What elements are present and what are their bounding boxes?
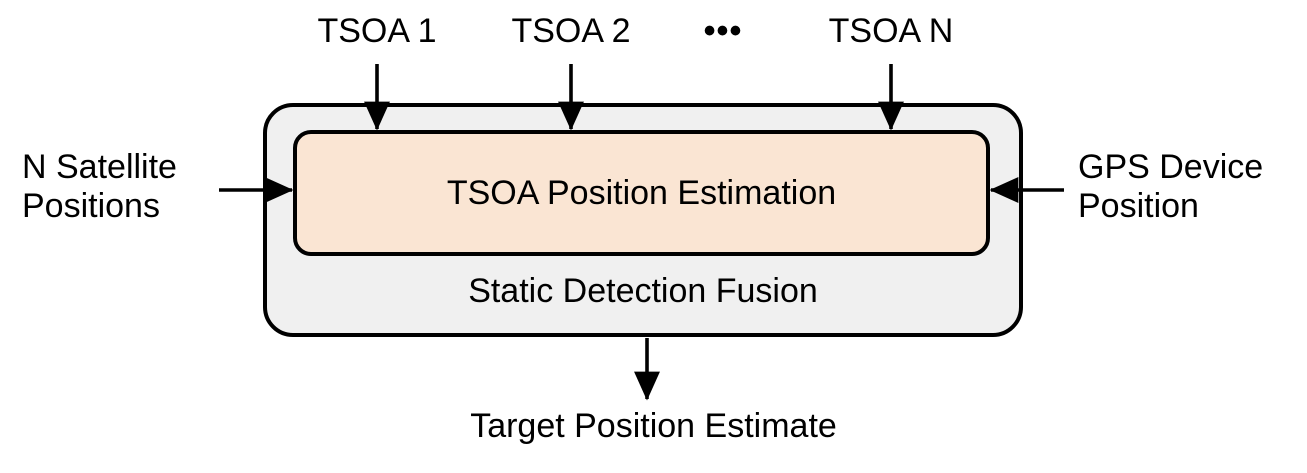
left-input-label-line2: Positions xyxy=(22,187,160,226)
top-input-label-tsoa-2: TSOA 2 xyxy=(511,12,631,50)
left-input-label: N Satellite Positions xyxy=(22,148,177,227)
top-input-label-tsoa-1: TSOA 1 xyxy=(317,12,437,50)
output-label: Target Position Estimate xyxy=(470,407,837,445)
top-input-label-tsoa-n: TSOA N xyxy=(828,12,954,50)
tsoa-position-estimation-label: TSOA Position Estimation xyxy=(446,174,837,212)
right-input-label: GPS Device Position xyxy=(1078,148,1263,227)
right-input-label-line1: GPS Device xyxy=(1078,148,1264,186)
right-input-label-line2: Position xyxy=(1078,187,1199,226)
left-input-label-line1: N Satellite xyxy=(22,148,177,186)
tsoa-position-estimation-block: TSOA Position Estimation xyxy=(293,130,990,256)
static-detection-fusion-label: Static Detection Fusion xyxy=(468,272,818,310)
ellipsis-label: ••• xyxy=(703,12,743,50)
